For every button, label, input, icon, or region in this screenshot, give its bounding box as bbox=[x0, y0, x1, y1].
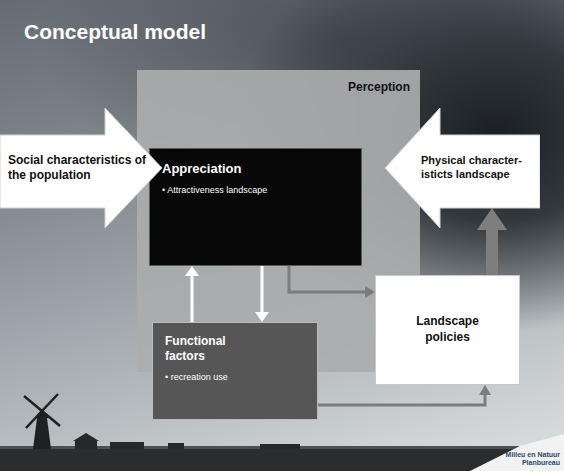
horizon bbox=[0, 446, 564, 449]
arrowhead bbox=[477, 208, 507, 230]
input-arrow: Social characteristics of the population bbox=[0, 108, 162, 228]
arrow-outline bbox=[0, 108, 162, 228]
box-heading: Landscape policies bbox=[406, 314, 490, 345]
arrowhead bbox=[479, 385, 491, 395]
farm-silhouette bbox=[73, 433, 300, 449]
arrowhead bbox=[185, 266, 199, 276]
process-box: Appreciation • Attractiveness landscape bbox=[149, 148, 362, 266]
connector bbox=[289, 266, 375, 298]
connector-line bbox=[289, 266, 365, 292]
connector-line bbox=[191, 276, 194, 322]
windmill bbox=[24, 394, 60, 449]
text-group: Landscape policies bbox=[398, 306, 498, 353]
text-group: Appreciation • Attractiveness landscape bbox=[150, 149, 361, 205]
box-heading: Physical character- isticts landscape bbox=[421, 154, 536, 182]
bullet-text: • Attractiveness landscape bbox=[162, 185, 349, 195]
text-group: Functional factors • recreation use bbox=[153, 323, 317, 390]
input-arrow: Physical character- isticts landscape bbox=[385, 108, 540, 228]
arrowhead bbox=[255, 312, 269, 322]
arrowhead bbox=[365, 286, 375, 298]
slide-title: Conceptual model bbox=[24, 20, 206, 44]
process-box: Landscape policies bbox=[375, 275, 520, 385]
logo-text: Milieu en Natuur Planbureau bbox=[498, 451, 560, 467]
connector bbox=[185, 266, 199, 322]
connector-line bbox=[486, 230, 498, 275]
arrow-outline bbox=[385, 108, 540, 228]
connector-line bbox=[318, 395, 485, 405]
text-group: Perception bbox=[137, 70, 420, 94]
text-group: Social characteristics of the population bbox=[8, 153, 148, 183]
box-heading: Functional factors bbox=[165, 334, 265, 364]
ground bbox=[0, 449, 564, 471]
box-heading: Perception bbox=[147, 80, 410, 94]
connector bbox=[318, 385, 491, 405]
box-heading: Appreciation bbox=[162, 161, 349, 176]
connector bbox=[255, 266, 269, 322]
connector bbox=[477, 208, 507, 275]
box-heading: Social characteristics of the population bbox=[8, 153, 148, 183]
text-group: Physical character- isticts landscape bbox=[421, 154, 536, 182]
logo-patch bbox=[470, 434, 564, 471]
connector-line bbox=[261, 266, 264, 312]
bullet-text: • recreation use bbox=[165, 372, 307, 382]
process-box: Functional factors • recreation use bbox=[152, 322, 318, 420]
